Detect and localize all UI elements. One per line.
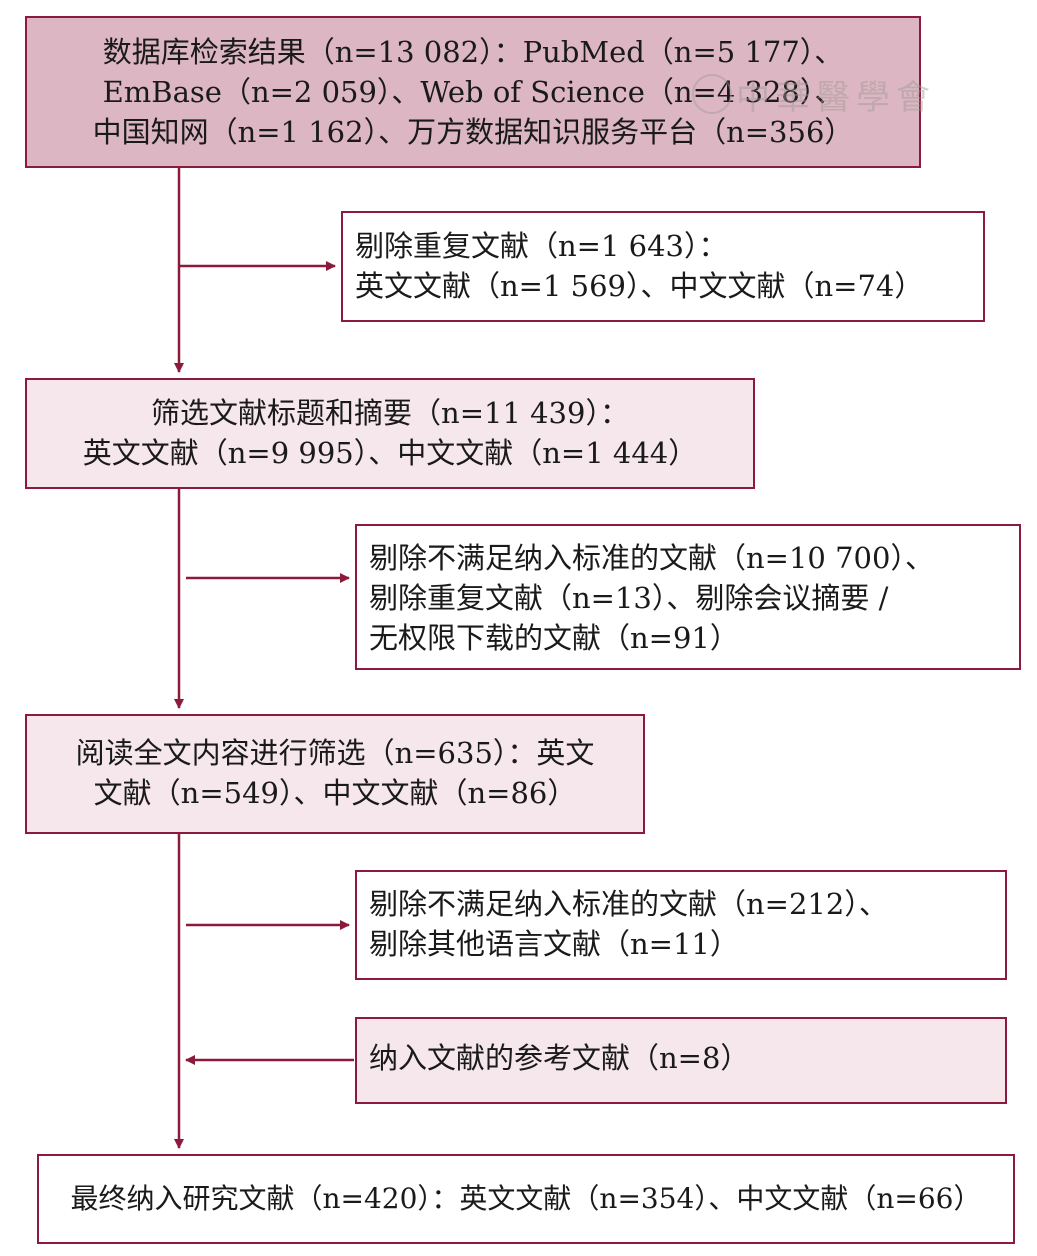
exclude-criteria-1-line-1: 剔除不满足纳入标准的文献（n=10 700）、: [369, 541, 934, 575]
references-added-box: 纳入文献的参考文献（n=8）: [355, 1017, 1007, 1104]
watermark-seal-icon: [692, 74, 732, 114]
exclude-duplicates-line-2: 英文文献（n=1 569）、中文文献（n=74）: [355, 269, 924, 303]
exclude-criteria-2-line-2: 剔除其他语言文献（n=11）: [369, 927, 739, 961]
search-results-box: 数据库检索结果（n=13 082）：PubMed（n=5 177）、 EmBas…: [25, 16, 921, 168]
watermark-text: 中華醫學會: [736, 78, 936, 118]
final-included-box: 最终纳入研究文献（n=420）：英文文献（n=354）、中文文献（n=66）: [37, 1154, 1015, 1244]
title-abstract-line-2: 英文文献（n=9 995）、中文文献（n=1 444）: [82, 436, 698, 470]
references-added-line-1: 纳入文献的参考文献（n=8）: [369, 1041, 750, 1075]
full-text-line-2: 文献（n=549）、中文文献（n=86）: [93, 776, 577, 810]
search-results-line-3: 中国知网（n=1 162）、万方数据知识服务平台（n=356）: [92, 115, 854, 149]
title-abstract-screen-box: 筛选文献标题和摘要（n=11 439）： 英文文献（n=9 995）、中文文献（…: [25, 378, 755, 489]
final-included-line-1: 最终纳入研究文献（n=420）：英文文献（n=354）、中文文献（n=66）: [70, 1182, 982, 1215]
exclude-duplicates-box: 剔除重复文献（n=1 643）： 英文文献（n=1 569）、中文文献（n=74…: [341, 211, 985, 322]
exclude-criteria-1-box: 剔除不满足纳入标准的文献（n=10 700）、 剔除重复文献（n=13）、剔除会…: [355, 524, 1021, 670]
exclude-criteria-1-line-2: 剔除重复文献（n=13）、剔除会议摘要 /: [369, 581, 889, 615]
full-text-screen-box: 阅读全文内容进行筛选（n=635）：英文 文献（n=549）、中文文献（n=86…: [25, 714, 645, 834]
search-results-line-1: 数据库检索结果（n=13 082）：PubMed（n=5 177）、: [102, 35, 844, 69]
exclude-criteria-2-box: 剔除不满足纳入标准的文献（n=212）、 剔除其他语言文献（n=11）: [355, 870, 1007, 980]
exclude-criteria-2-line-1: 剔除不满足纳入标准的文献（n=212）、: [369, 887, 888, 921]
exclude-criteria-1-line-3: 无权限下载的文献（n=91）: [369, 621, 739, 655]
title-abstract-line-1: 筛选文献标题和摘要（n=11 439）：: [151, 396, 629, 430]
exclude-duplicates-line-1: 剔除重复文献（n=1 643）：: [355, 229, 728, 263]
full-text-line-1: 阅读全文内容进行筛选（n=635）：英文: [75, 736, 595, 770]
